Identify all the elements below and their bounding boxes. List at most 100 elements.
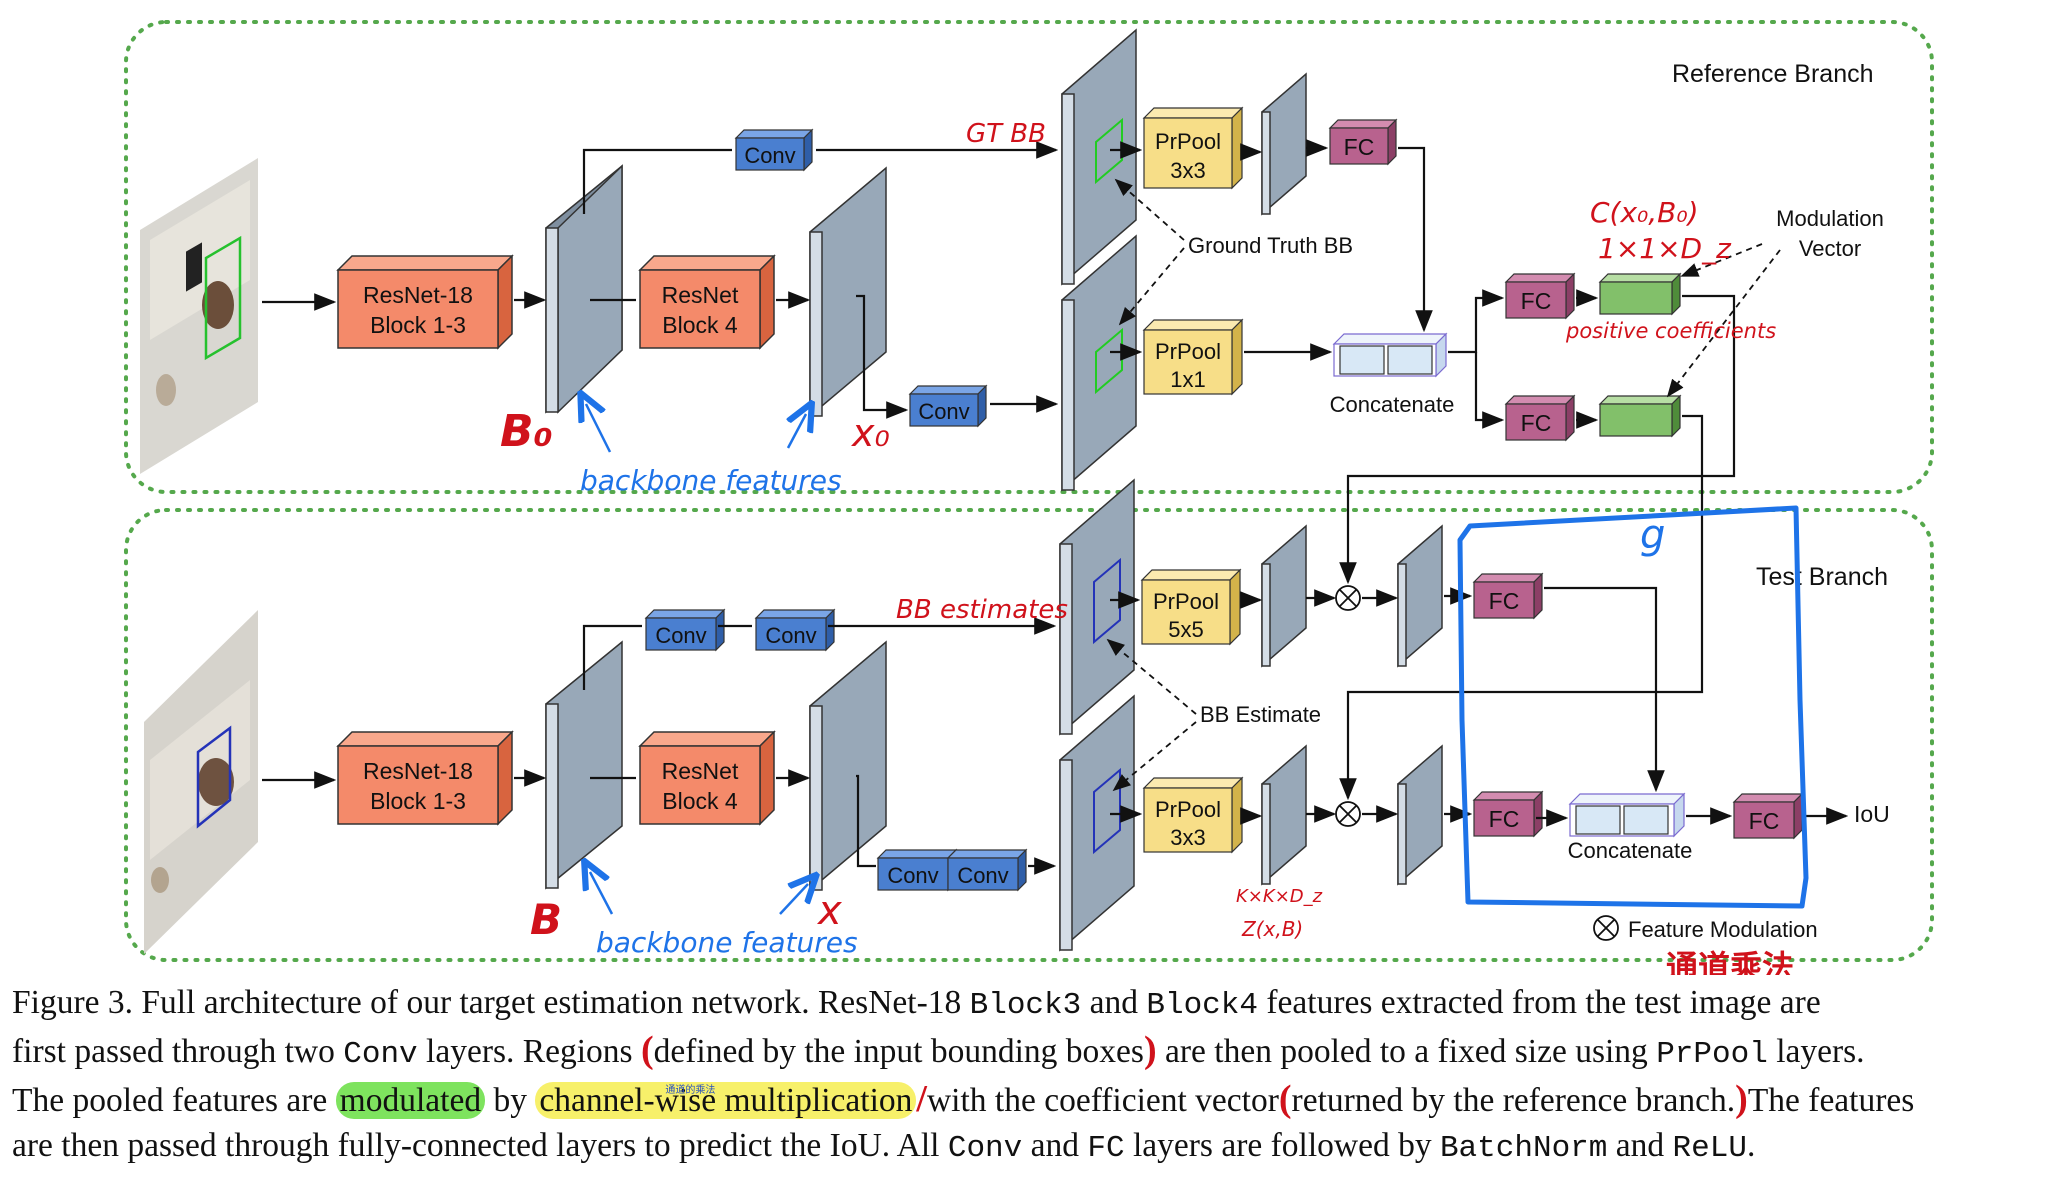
- kxk-annotation-2: Z(x,B): [1241, 917, 1303, 941]
- svg-text:PrPool: PrPool: [1155, 797, 1221, 822]
- b-annotation: B: [530, 895, 562, 944]
- c-formula-annotation-1: C(x₀,B₀): [1590, 196, 1699, 229]
- svg-text:1x1: 1x1: [1170, 367, 1205, 392]
- conv-block-test-top-2: Conv: [754, 608, 836, 652]
- fc-block-test-top: FC: [1472, 572, 1544, 620]
- c-formula-annotation-2: 1×1×D_z: [1598, 232, 1732, 265]
- resnet-block4-test: ResNet Block 4: [638, 730, 776, 826]
- test-input-image: [144, 610, 258, 954]
- svg-text:PrPool: PrPool: [1153, 589, 1219, 614]
- svg-text:Block 1-3: Block 1-3: [370, 312, 466, 338]
- blue-outline-g: [1457, 505, 1809, 909]
- pooled-map-ref: [1261, 72, 1307, 216]
- feature-map-x: [809, 640, 887, 892]
- prpool-3x3-test: PrPool 3x3: [1142, 776, 1244, 854]
- svg-text:5x5: 5x5: [1168, 617, 1203, 642]
- pooled-input-map-ref-top: [1061, 28, 1137, 286]
- svg-text:Conv: Conv: [957, 863, 1008, 888]
- prpool-3x3-ref: PrPool 3x3: [1142, 106, 1244, 190]
- ground-truth-bb-label: Ground Truth BB: [1188, 233, 1353, 258]
- conv-block-ref-top: Conv: [734, 128, 814, 172]
- backbone-pointer-arrows: [586, 404, 808, 915]
- feature-map-b0: [545, 164, 623, 414]
- bb-estimate-label: BB Estimate: [1200, 702, 1321, 727]
- caption-line-3: The pooled features are modulated by 通道的…: [12, 1078, 1915, 1120]
- svg-text:ResNet: ResNet: [662, 282, 739, 308]
- channel-mult-cn-annotation: 通道乘法: [1666, 948, 1794, 975]
- modulation-vector-lower: [1598, 394, 1682, 438]
- svg-text:FC: FC: [1749, 808, 1780, 834]
- svg-text:FC: FC: [1521, 288, 1552, 314]
- caption-line-4: are then passed through fully-connected …: [12, 1127, 1756, 1166]
- svg-text:FC: FC: [1489, 806, 1520, 832]
- test-branch-label: Test Branch: [1756, 563, 1888, 591]
- svg-text:Block 4: Block 4: [662, 312, 738, 338]
- conv-block-test-bottom-2: Conv: [946, 848, 1028, 892]
- connectors: [262, 139, 1849, 875]
- fc-block-test-bottom: FC: [1472, 790, 1544, 838]
- svg-text:Concatenate: Concatenate: [1330, 392, 1455, 417]
- svg-text:FC: FC: [1489, 588, 1520, 614]
- svg-text:3x3: 3x3: [1170, 825, 1205, 850]
- svg-text:Conv: Conv: [887, 863, 938, 888]
- caption-line-2: first passed through two Conv layers. Re…: [12, 1029, 1865, 1072]
- svg-text:3x3: 3x3: [1170, 158, 1205, 183]
- pooled-input-map-test-bottom: [1059, 694, 1135, 952]
- kxk-annotation-1: K×K×D_z: [1236, 886, 1323, 907]
- architecture-diagram: Reference Branch Test Branch ResNet-18 B…: [124, 20, 1934, 975]
- x0-annotation: x₀: [851, 411, 890, 455]
- pooled-map-test-top: [1261, 524, 1307, 668]
- modulation-vector-label-2: Vector: [1799, 236, 1861, 261]
- resnet18-block-ref: ResNet-18 Block 1-3: [336, 254, 514, 350]
- resnet-block4-ref: ResNet Block 4: [638, 254, 776, 350]
- feature-map-b: [545, 640, 623, 890]
- concatenate-test: Concatenate: [1568, 792, 1693, 863]
- reference-branch-label: Reference Branch: [1672, 60, 1874, 88]
- pooled-input-map-test-top: [1059, 478, 1135, 736]
- svg-text:Concatenate: Concatenate: [1568, 838, 1693, 863]
- feature-modulation-legend: Feature Modulation: [1593, 915, 1818, 942]
- modulated-map-test-top: [1397, 524, 1443, 668]
- reference-input-image: [140, 158, 258, 474]
- svg-text:Feature Modulation: Feature Modulation: [1628, 917, 1818, 942]
- pooled-input-map-ref-bottom: [1061, 234, 1137, 492]
- svg-text:Conv: Conv: [918, 399, 969, 424]
- conv-block-ref-x0: Conv: [908, 384, 988, 428]
- svg-text:ResNet-18: ResNet-18: [363, 758, 473, 784]
- gt-bb-annotation: GT BB: [966, 119, 1046, 149]
- svg-text:Block 4: Block 4: [662, 788, 738, 814]
- svg-text:FC: FC: [1344, 134, 1375, 160]
- svg-text:Conv: Conv: [655, 623, 706, 648]
- concatenate-ref: Concatenate: [1330, 332, 1455, 417]
- multiply-node-bottom: [1335, 801, 1361, 827]
- caption-line-1: Figure 3. Full architecture of our targe…: [12, 984, 1821, 1023]
- modulated-map-test-bottom: [1397, 744, 1443, 886]
- svg-text:Conv: Conv: [765, 623, 816, 648]
- modulation-vector-upper: [1598, 272, 1682, 316]
- svg-text:PrPool: PrPool: [1155, 129, 1221, 154]
- resnet18-block-test: ResNet-18 Block 1-3: [336, 730, 514, 826]
- svg-text:PrPool: PrPool: [1155, 339, 1221, 364]
- fc-block-test-final: FC: [1732, 792, 1804, 840]
- svg-text:Conv: Conv: [744, 143, 795, 168]
- multiply-node-top: [1335, 585, 1361, 611]
- prpool-5x5-test: PrPool 5x5: [1140, 568, 1242, 646]
- iou-output-label: IoU: [1854, 801, 1890, 827]
- g-annotation: g: [1640, 512, 1665, 558]
- figure-caption: Figure 3. Full architecture of our targe…: [12, 980, 2042, 1171]
- backbone-features-ref: backbone features: [580, 464, 842, 497]
- backbone-features-test: backbone features: [596, 926, 858, 959]
- positive-coefficients-annotation: positive coefficients: [1565, 319, 1776, 343]
- svg-text:Block 1-3: Block 1-3: [370, 788, 466, 814]
- conv-block-test-top-1: Conv: [644, 608, 726, 652]
- svg-text:ResNet-18: ResNet-18: [363, 282, 473, 308]
- reference-branch-region: [124, 20, 1934, 494]
- b0-annotation: B₀: [500, 406, 553, 457]
- prpool-1x1-ref: PrPool 1x1: [1142, 318, 1244, 396]
- fc-block-ref-lower: FC: [1504, 394, 1576, 442]
- feature-map-x0: [809, 166, 887, 418]
- bb-estimates-annotation: BB estimates: [896, 595, 1068, 625]
- fc-block-ref-top: FC: [1328, 118, 1398, 166]
- pooled-map-test-bottom: [1261, 744, 1307, 886]
- modulation-vector-label-1: Modulation: [1776, 206, 1884, 231]
